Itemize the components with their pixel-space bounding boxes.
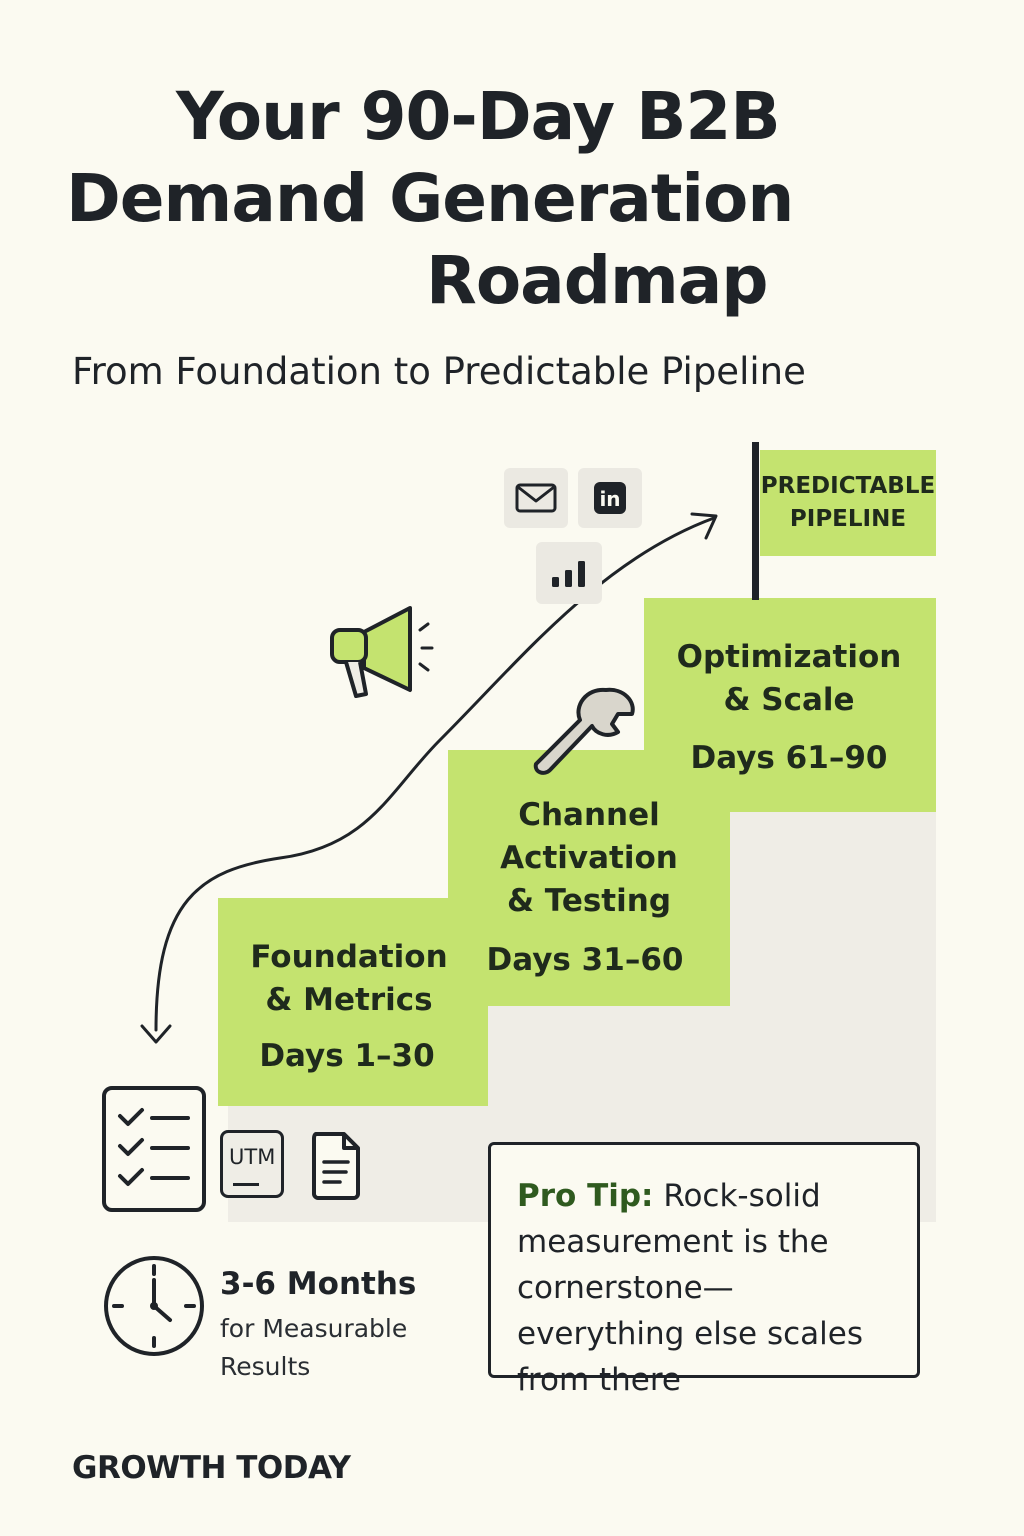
utm-underline bbox=[233, 1183, 259, 1186]
mail-tile bbox=[504, 468, 568, 528]
linkedin-tile: in bbox=[578, 468, 642, 528]
step-3-title-line-2: & Scale bbox=[723, 682, 855, 718]
linkedin-icon: in bbox=[594, 482, 626, 514]
step-3-title: Optimization & Scale bbox=[664, 636, 914, 722]
mail-icon bbox=[515, 483, 557, 513]
flag-pole bbox=[752, 442, 759, 600]
step-foundation bbox=[218, 898, 488, 1106]
step-2-days: Days 31–60 bbox=[486, 942, 684, 978]
utm-label: UTM bbox=[229, 1145, 276, 1169]
step-2-title-line-1: Channel bbox=[518, 797, 660, 833]
step-1-title-line-1: Foundation bbox=[250, 939, 448, 975]
page-subtitle: From Foundation to Predictable Pipeline bbox=[72, 350, 806, 393]
bar-chart-icon bbox=[552, 561, 585, 587]
step-3-days: Days 61–90 bbox=[690, 740, 888, 776]
timeline-subtext-line-2: Results bbox=[220, 1352, 311, 1381]
step-1-days: Days 1–30 bbox=[259, 1038, 435, 1074]
step-3-title-line-1: Optimization bbox=[676, 639, 902, 675]
step-2-title-line-3: & Testing bbox=[506, 883, 672, 919]
step-1-title-line-2: & Metrics bbox=[265, 982, 433, 1018]
linkedin-glyph: in bbox=[599, 487, 620, 511]
step-1-title: Foundation & Metrics bbox=[218, 936, 480, 1022]
staircase-shadow-upper bbox=[730, 812, 936, 1002]
page-title-line-3: Roadmap bbox=[426, 242, 768, 319]
pro-tip-box: Pro Tip: Rock-solid measurement is the c… bbox=[488, 1142, 920, 1398]
step-optimization bbox=[644, 598, 936, 812]
pro-tip-body: Rock-solid measurement is the cornerston… bbox=[517, 1178, 863, 1398]
step-2-title-line-2: Activation bbox=[500, 840, 678, 876]
chart-tile bbox=[536, 542, 602, 604]
wrench-icon bbox=[533, 687, 635, 775]
pro-tip-label: Pro Tip: bbox=[517, 1178, 654, 1214]
utm-tag-icon: UTM bbox=[220, 1130, 284, 1198]
page-title-line-2: Demand Generation bbox=[66, 160, 794, 237]
timeline-subtext-line-1: for Measurable bbox=[220, 1314, 408, 1343]
document-icon bbox=[312, 1132, 360, 1200]
megaphone-icon bbox=[330, 606, 434, 698]
flag-line-1: PREDICTABLE bbox=[760, 473, 936, 499]
checklist-icon bbox=[102, 1086, 206, 1212]
flag-line-2: PIPELINE bbox=[789, 506, 907, 532]
pro-tip-text: Pro Tip: Rock-solid measurement is the c… bbox=[491, 1145, 917, 1403]
page-title-line-1: Your 90-Day B2B bbox=[176, 78, 781, 155]
clock-icon bbox=[104, 1256, 204, 1356]
timeline-subtext: for Measurable Results bbox=[220, 1310, 407, 1386]
flag-predictable-pipeline: PREDICTABLE PIPELINE bbox=[760, 450, 936, 556]
timeline-headline: 3-6 Months bbox=[220, 1266, 417, 1302]
brand-name: GROWTH TODAY bbox=[72, 1450, 351, 1486]
step-2-title: Channel Activation & Testing bbox=[470, 794, 708, 923]
